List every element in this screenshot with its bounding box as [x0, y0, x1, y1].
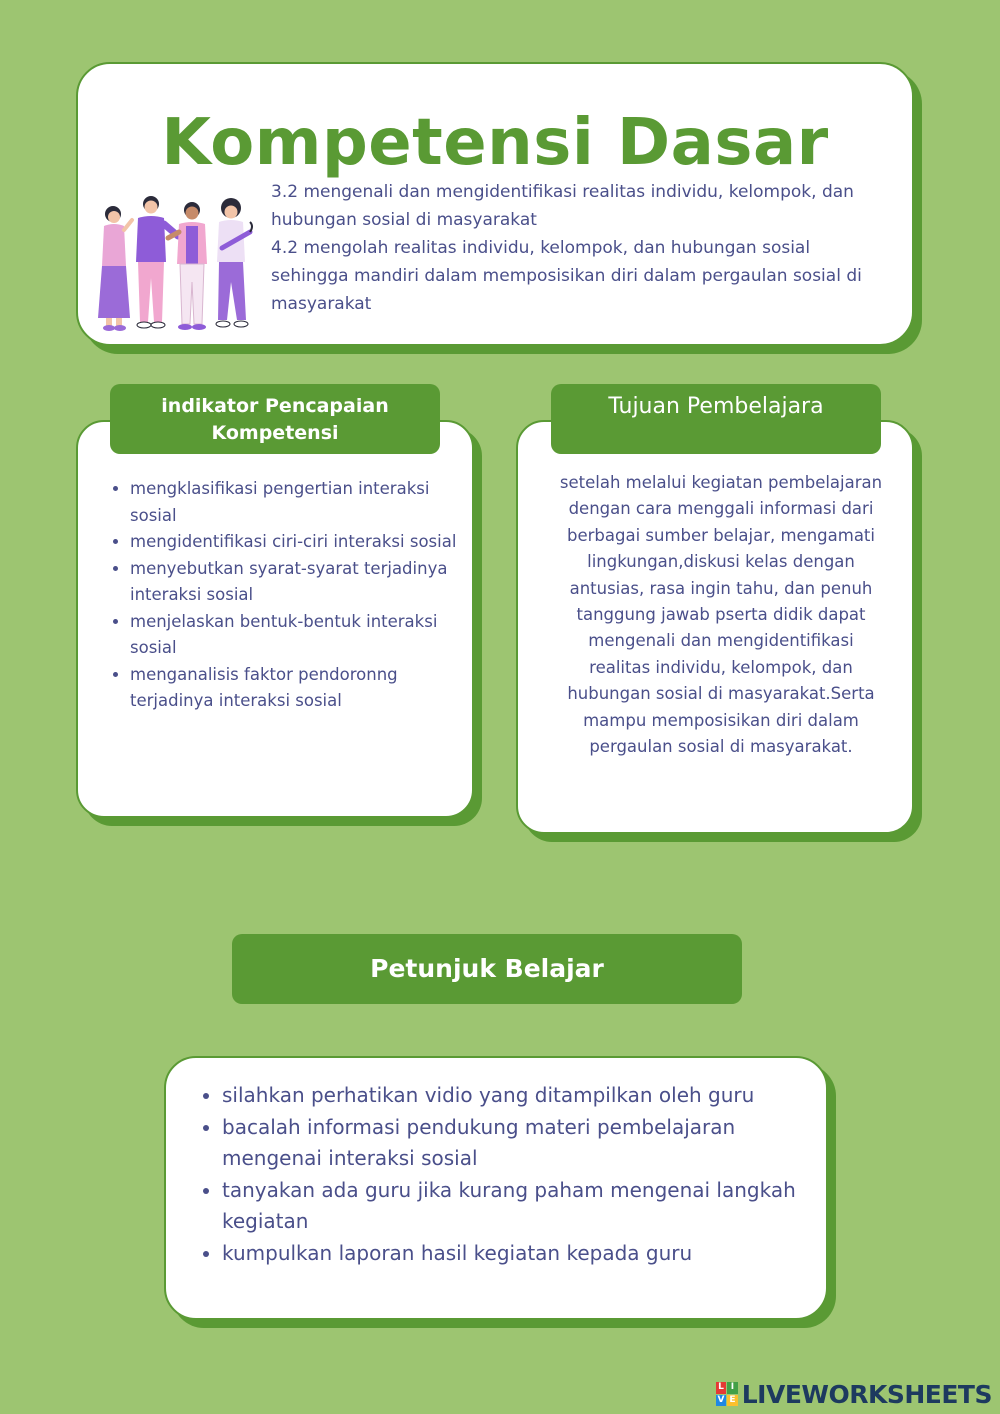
list-item: kumpulkan laporan hasil kegiatan kepada … — [222, 1238, 832, 1270]
list-item: bacalah informasi pendukung materi pembe… — [222, 1112, 832, 1175]
kompetensi-dasar-text: 3.2 mengenali dan mengidentifikasi reali… — [271, 178, 891, 318]
page-title: Kompetensi Dasar — [161, 106, 829, 180]
liveworksheets-brand: LIVEWORKSHEETS — [741, 1379, 993, 1409]
kd-3-2: 3.2 mengenali dan mengidentifikasi reali… — [271, 182, 854, 230]
list-item: tanyakan ada guru jika kurang paham meng… — [222, 1175, 832, 1238]
tujuan-card — [516, 420, 914, 834]
indikator-card — [76, 420, 474, 818]
people-group-icon — [98, 196, 253, 331]
indikator-list: mengklasifikasi pengertian interaksi sos… — [104, 476, 460, 715]
tujuan-text: setelah melalui kegiatan pembelajaran de… — [559, 473, 883, 757]
liveworksheets-logo[interactable]: L I V E LIVEWORKSHEETS — [715, 1379, 993, 1409]
tujuan-label: Tujuan Pembelajara — [551, 384, 881, 454]
list-item: mengidentifikasi ciri-ciri interaksi sos… — [130, 529, 460, 556]
petunjuk-label: Petunjuk Belajar — [232, 934, 742, 1004]
list-item: silahkan perhatikan vidio yang ditampilk… — [222, 1080, 832, 1112]
list-item: menyebutkan syarat-syarat terjadinya int… — [130, 556, 460, 609]
petunjuk-list: silahkan perhatikan vidio yang ditampilk… — [196, 1080, 832, 1269]
petunjuk-card — [164, 1056, 828, 1320]
list-item: mengklasifikasi pengertian interaksi sos… — [130, 476, 460, 529]
list-item: menjelaskan bentuk-bentuk interaksi sosi… — [130, 609, 460, 662]
kompetensi-dasar-card — [76, 62, 914, 346]
liveworksheets-logo-icon: L I V E — [715, 1382, 738, 1406]
list-item: menganalisis faktor pendoronng terjadiny… — [130, 662, 460, 715]
indikator-label: indikator Pencapaian Kompetensi — [110, 384, 440, 454]
kd-4-2: 4.2 mengolah realitas individu, kelompok… — [271, 238, 862, 314]
